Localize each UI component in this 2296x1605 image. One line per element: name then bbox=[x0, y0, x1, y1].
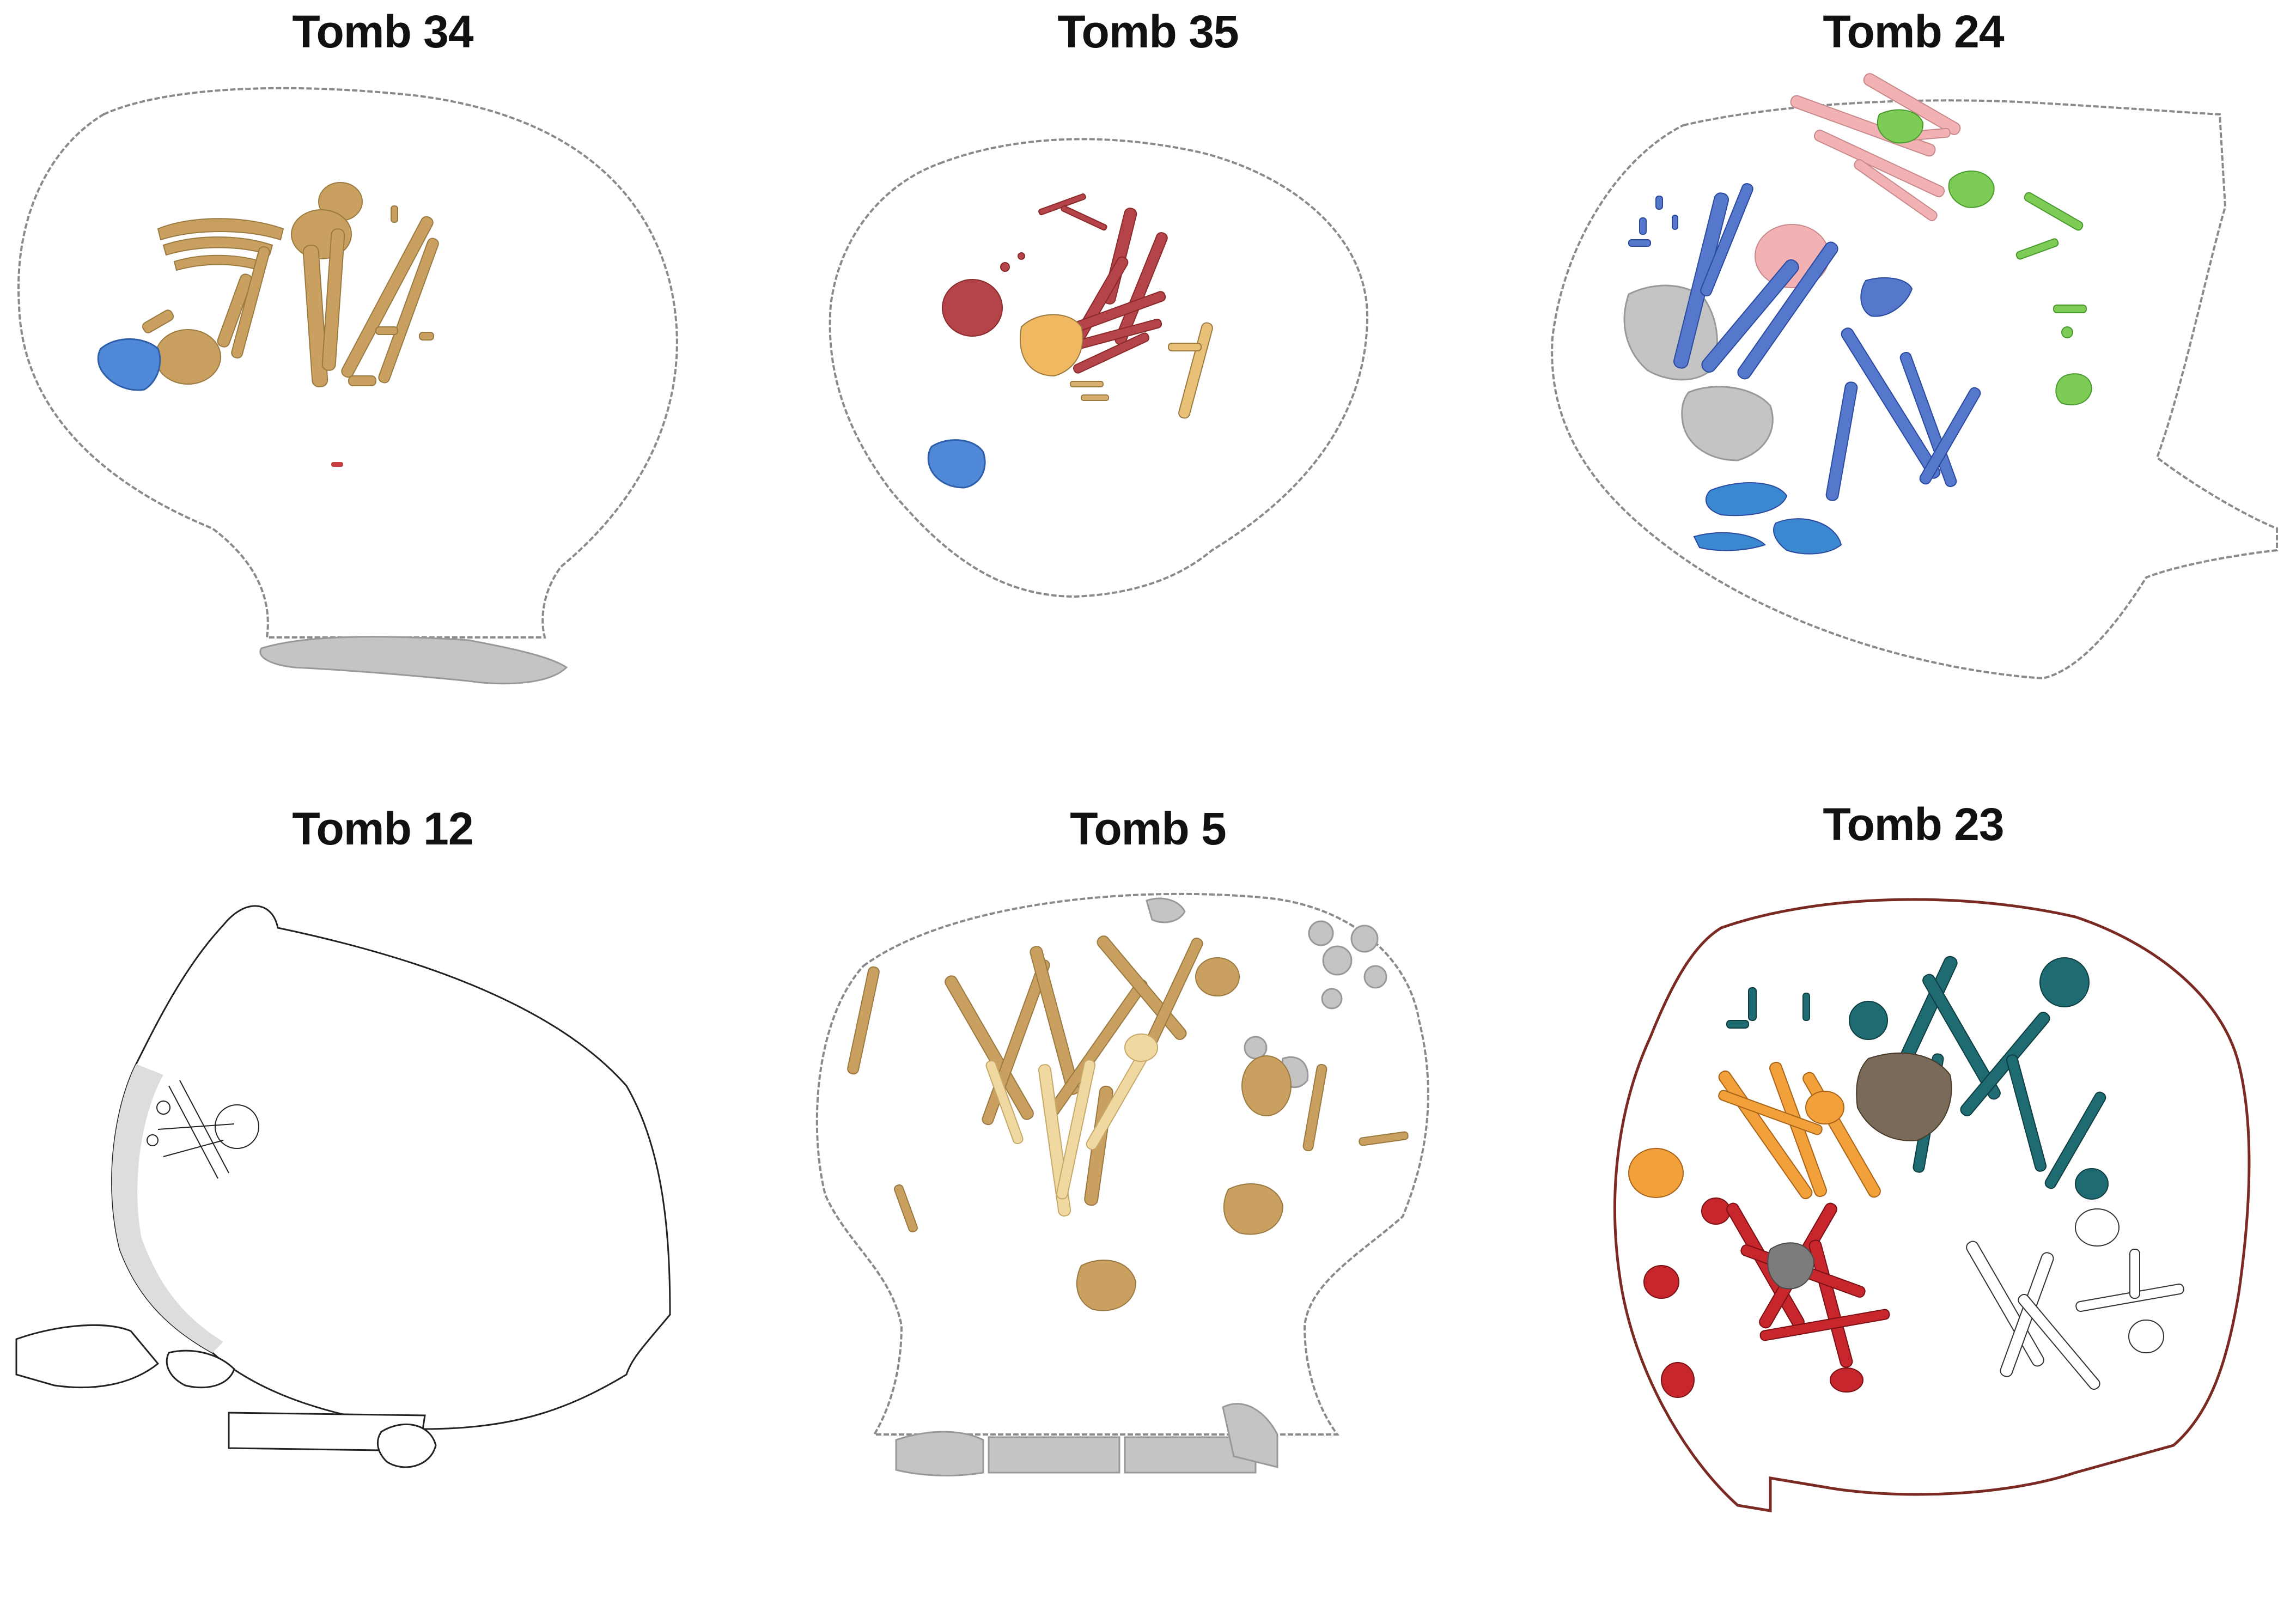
skeleton-orange bbox=[1628, 1061, 1881, 1200]
panel-title: Tomb 35 bbox=[1057, 6, 1239, 57]
red-fragment bbox=[331, 462, 343, 467]
skeleton-red bbox=[1643, 1197, 1890, 1398]
panel-tomb-23: Tomb 23 bbox=[1531, 799, 2296, 1605]
skeleton-individual bbox=[142, 182, 439, 387]
stones bbox=[895, 897, 1387, 1476]
panel-title: Tomb 23 bbox=[1823, 799, 2004, 850]
tomb-23-plan bbox=[1613, 898, 2251, 1512]
panel-tomb-35: Tomb 35 bbox=[765, 0, 1531, 803]
skeleton-outline bbox=[1966, 1208, 2184, 1390]
entrance-rocks bbox=[15, 1324, 437, 1468]
panel-title: Tomb 12 bbox=[292, 803, 473, 854]
stipple-band bbox=[112, 1064, 223, 1353]
skeleton-green bbox=[1877, 109, 2093, 405]
panel-tomb-12: Tomb 12 bbox=[0, 803, 765, 1605]
tomb-35-plan bbox=[829, 138, 1369, 598]
tomb-outline bbox=[17, 87, 678, 639]
skeletons-ochre bbox=[847, 935, 1409, 1311]
tomb-24-plan bbox=[1551, 73, 2278, 680]
skeletons-light bbox=[985, 1033, 1158, 1217]
tomb-34-plan bbox=[17, 87, 678, 685]
grey-stone bbox=[1767, 1242, 1815, 1290]
tomb-5-plan bbox=[815, 892, 1429, 1476]
blue-vessel bbox=[927, 439, 986, 489]
entrance-stone bbox=[259, 636, 568, 685]
bones-outline bbox=[147, 1080, 259, 1179]
panel-title: Tomb 34 bbox=[292, 6, 473, 57]
panel-tomb-34: Tomb 34 bbox=[0, 0, 765, 803]
blue-vessel bbox=[97, 338, 161, 391]
panel-tomb-24: Tomb 24 bbox=[1531, 0, 2296, 803]
skeleton-blue bbox=[1628, 183, 1981, 555]
skeleton-pink bbox=[1755, 73, 1961, 288]
panel-title: Tomb 5 bbox=[1070, 803, 1226, 854]
tomb-outline bbox=[1551, 99, 2278, 680]
panel-title: Tomb 24 bbox=[1823, 6, 2004, 57]
tomb-12-plan bbox=[15, 905, 671, 1468]
tomb-outline bbox=[1613, 898, 2251, 1512]
panel-tomb-5: Tomb 5 bbox=[765, 803, 1531, 1605]
tomb-outline bbox=[815, 892, 1429, 1436]
grey-mass bbox=[1856, 1053, 1952, 1141]
tomb-outline bbox=[829, 138, 1369, 598]
skeleton-ochre bbox=[1020, 314, 1213, 419]
